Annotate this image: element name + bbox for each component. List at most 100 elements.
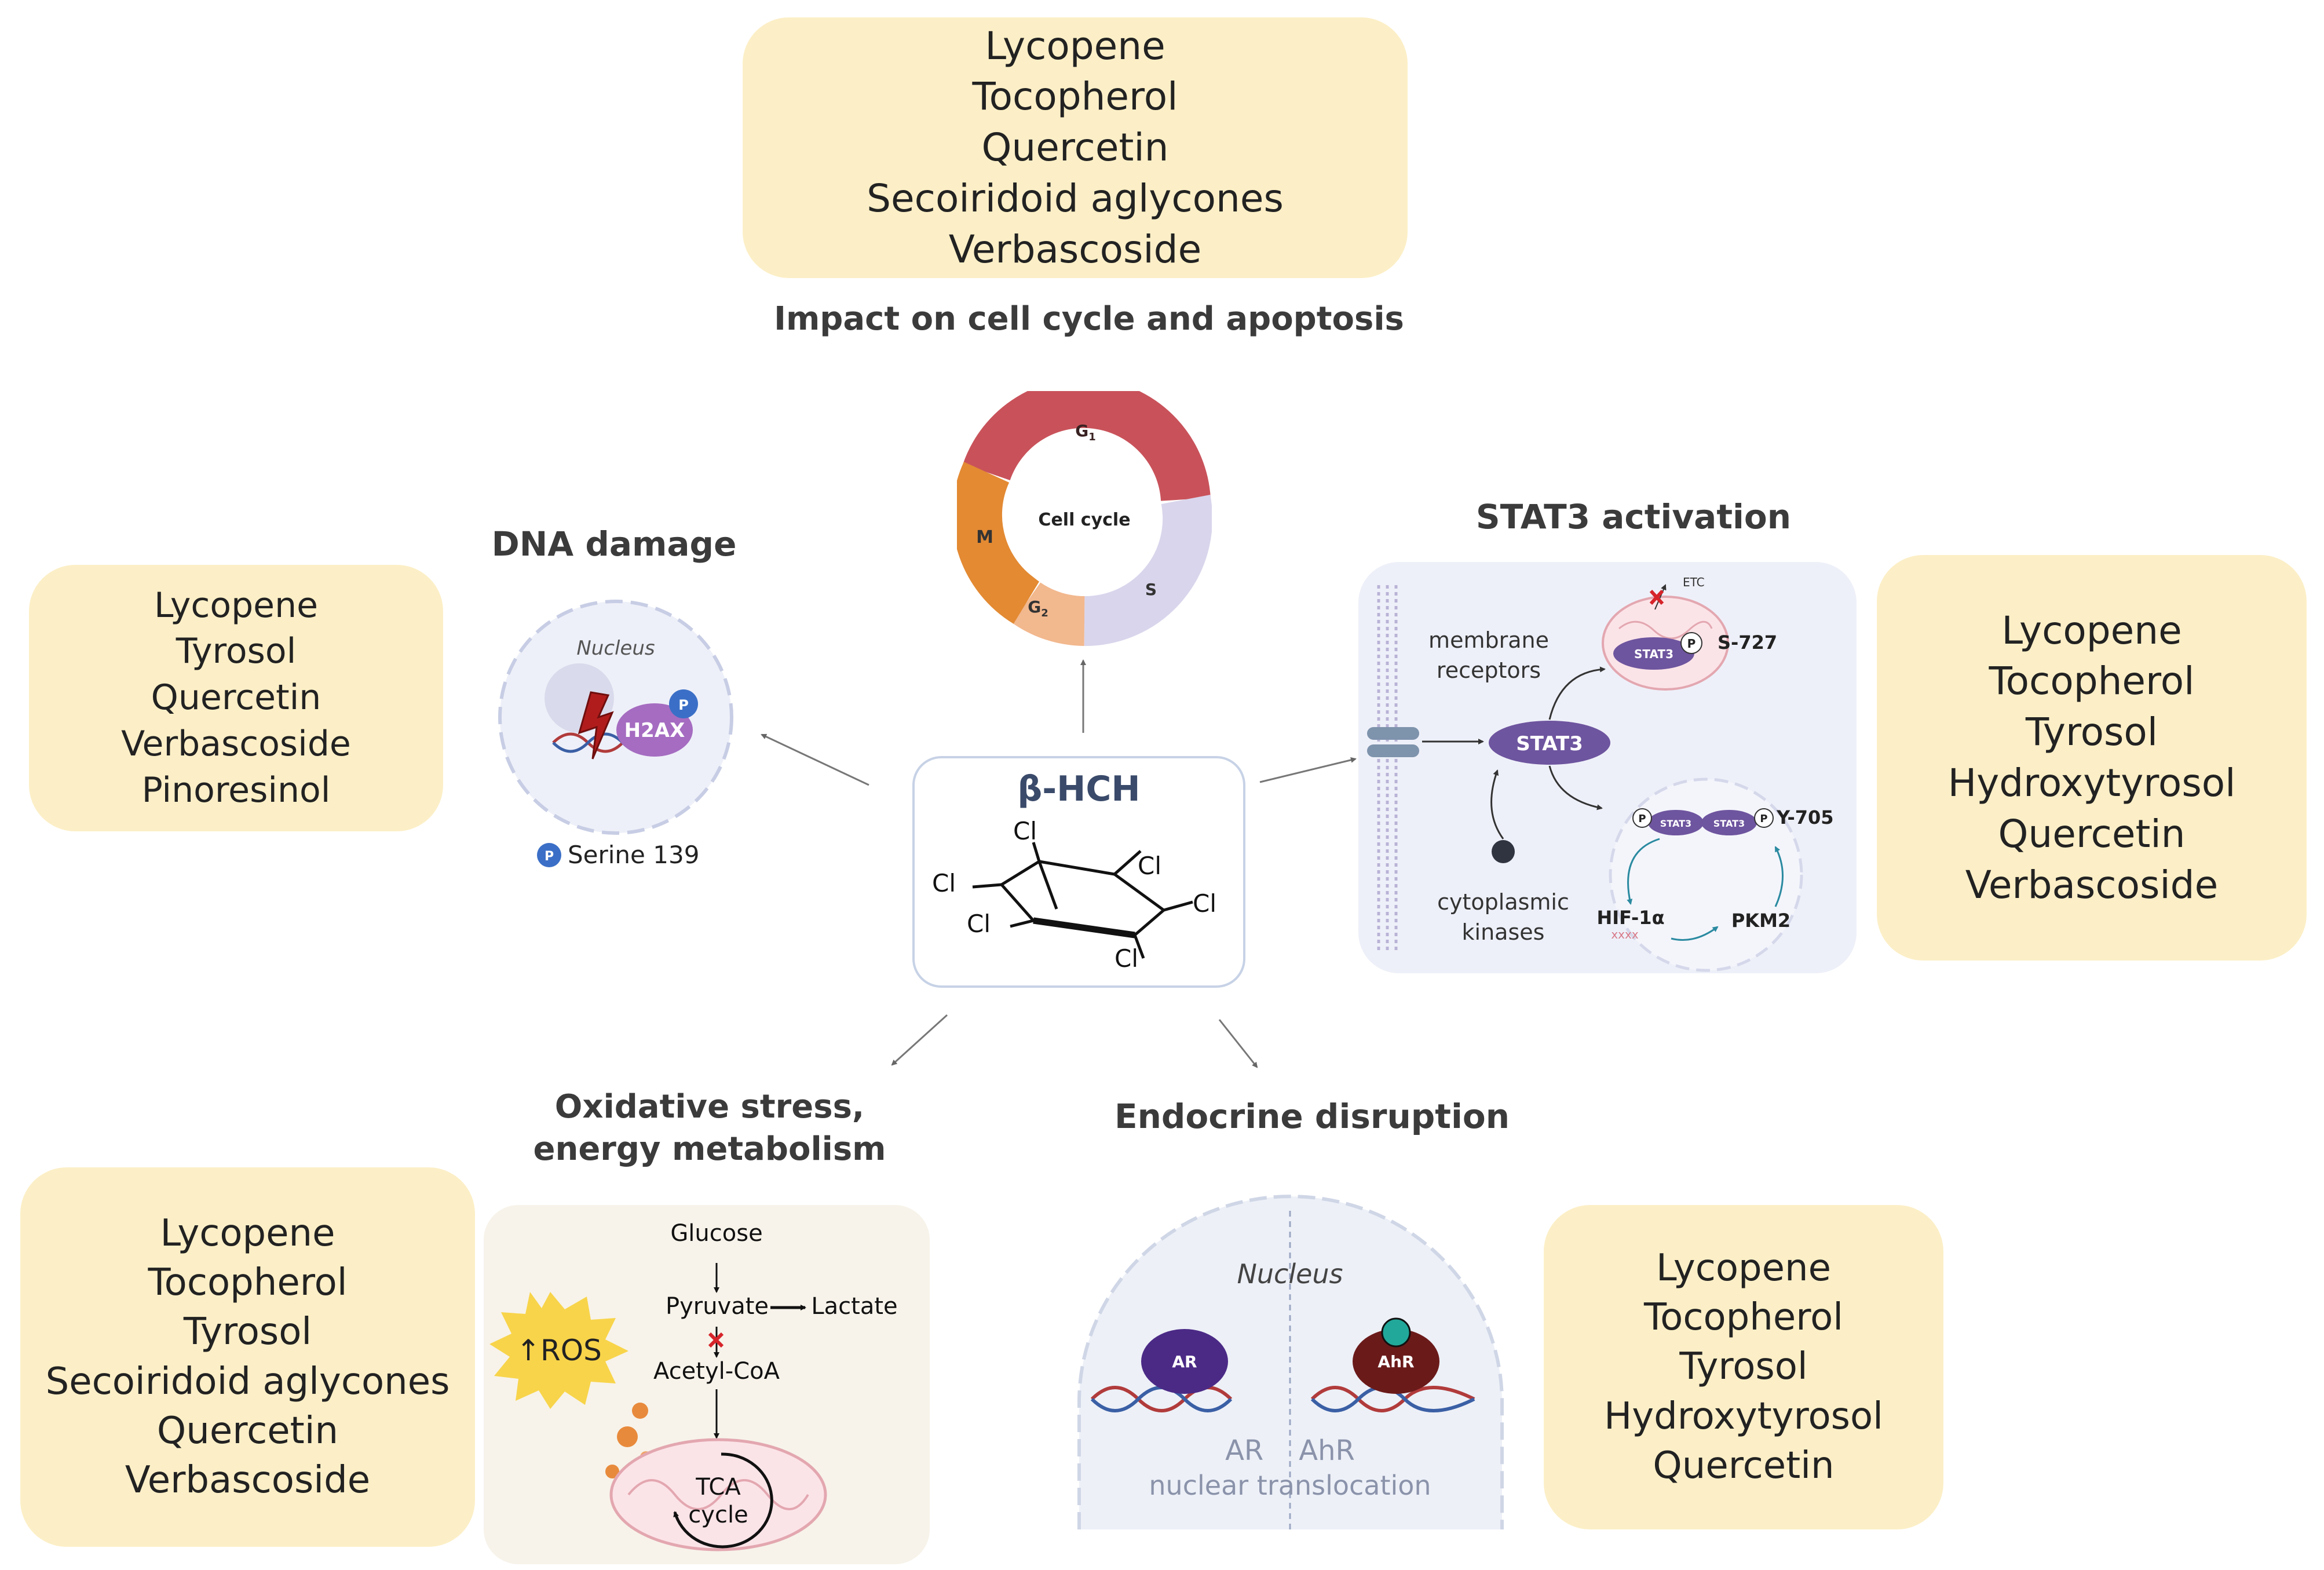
s727-label: S-727 [1718,631,1777,653]
compound: Tyrosol [1679,1345,1808,1389]
endocrine-illustration: Nucleus AR AhR AR AhR nuclear translocat… [1077,1195,1504,1529]
compound: Verbascoside [125,1458,371,1502]
compound: Lycopene [2001,608,2182,653]
compound: Lycopene [1656,1247,1831,1290]
svg-text:P: P [1760,813,1767,825]
svg-text:STAT3: STAT3 [1634,647,1673,661]
cell-cycle-ring: Cell cycle G1 S G2 M [957,391,1212,646]
serine-label: Serine 139 [568,841,699,869]
tca-cycle-arrow [673,1452,773,1549]
compound: Tyrosol [183,1310,312,1354]
s-label: S [1145,580,1157,599]
compound: Tocopherol [148,1261,348,1305]
compound: Quercetin [1998,811,2186,856]
title-oxidative-line1: Oxidative stress, [554,1088,865,1126]
compound: Secoiridoid aglycones [45,1360,450,1403]
compounds-box-bottom-right: Lycopene Tocopherol Tyrosol Hydroxytyros… [1544,1205,1943,1529]
svg-text:TCA: TCA [695,1474,741,1500]
svg-text:P: P [1638,813,1646,825]
title-stat3: STAT3 activation [1475,497,1792,536]
ros-burst-icon [489,1292,628,1409]
compound: Lycopene [154,585,319,626]
compound: Hydroxytyrosol [1947,761,2236,805]
translocation-caption: nuclear translocation [1149,1470,1431,1501]
h2ax-protein [616,703,693,757]
compounds-box-bottom-left: Lycopene Tocopherol Tyrosol Secoiridoid … [20,1167,475,1547]
title-cell-cycle: Impact on cell cycle and apoptosis [774,300,1404,338]
compound: Quercetin [981,125,1169,170]
compound: Tocopherol [1643,1296,1844,1339]
m-label: M [976,527,993,547]
cl-atom: Cl [1013,817,1037,845]
arrow-to-stat3 [1259,757,1357,783]
title-oxidative: Oxidative stress, energy metabolism [498,1086,921,1171]
kinase-icon [1492,840,1515,863]
compounds-box-top: Lycopene Tocopherol Quercetin Secoiridoi… [743,17,1408,278]
compounds-box-right: Lycopene Tocopherol Tyrosol Hydroxytyros… [1877,555,2307,961]
phospho-icon [537,843,561,867]
stat3-protein [1489,721,1610,765]
compounds-box-left: Lycopene Tyrosol Quercetin Verbascoside … [29,565,443,831]
compound: Verbascoside [948,227,1202,272]
svg-text:Pyruvate: Pyruvate [666,1293,769,1320]
phase-s [1084,495,1212,646]
dna-damage-illustration: Nucleus H2AX P P Serine 139 [498,600,733,869]
mitochondrion-icon [609,1438,827,1551]
compound: Tyrosol [176,631,297,672]
nucleus-icon [1609,777,1803,972]
g2-label: G2 [1028,597,1048,619]
svg-text:receptors: receptors [1437,658,1541,683]
arrow-to-oxidative [891,1014,948,1066]
svg-text:cytoplasmic: cytoplasmic [1437,889,1569,915]
compound: Lycopene [985,23,1165,68]
compound: Verbascoside [1965,862,2219,907]
ligand-icon [1381,1317,1411,1348]
compound: Tocopherol [972,74,1178,119]
compound: Quercetin [156,1409,339,1452]
compound: Secoiridoid aglycones [867,176,1284,221]
ahr-receptor [1353,1329,1439,1394]
phase-g1 [963,391,1211,502]
membrane-receptor-icon [1367,744,1419,757]
ros-label: ↑ROS [516,1334,602,1367]
title-endocrine: Endocrine disruption [1114,1097,1510,1136]
phospho-icon [669,689,698,718]
compound: Tyrosol [2025,710,2158,755]
svg-text:STAT3: STAT3 [1660,818,1691,829]
inhibition-cross [708,1332,724,1348]
svg-text:STAT3: STAT3 [1516,732,1583,755]
svg-text:Glucose: Glucose [670,1220,762,1247]
svg-text:P: P [545,849,554,864]
y705-label: Y-705 [1776,806,1834,828]
phase-g2 [1012,582,1086,646]
svg-text:membrane: membrane [1428,627,1549,653]
nucleus-shape [1079,1196,1502,1529]
svg-text:cycle: cycle [688,1502,748,1528]
membrane [1377,585,1398,950]
arrow-to-dna [761,733,869,786]
compound: Quercetin [1653,1444,1835,1487]
compound: Pinoresinol [141,769,331,810]
oxidative-illustration: Glucose Pyruvate Lactate Acetyl-CoA ↑ROS… [489,1220,898,1551]
svg-text:P: P [678,697,689,713]
svg-text:AR: AR [1172,1352,1197,1371]
pkm2-label: PKM2 [1731,910,1790,932]
etc-label: ETC [1683,575,1705,589]
cell-cycle-label: Cell cycle [1038,510,1130,530]
inhibition-cross [1649,589,1664,605]
title-dna-damage: DNA damage [491,524,737,564]
cl-atom: Cl [1115,944,1138,973]
g1-label: G1 [1075,421,1096,443]
cl-atom: Cl [1138,852,1161,880]
cl-atom: Cl [1193,889,1216,918]
compound: Lycopene [160,1212,335,1255]
phase-m [957,462,1040,624]
svg-text:P: P [1687,637,1696,651]
ar-receptor [1141,1329,1228,1394]
compound: Verbascoside [121,723,351,764]
svg-text:Lactate: Lactate [811,1293,897,1320]
hif-label: HIF-1α [1596,907,1664,929]
receptor-caption: AR AhR [1225,1434,1355,1467]
nucleus-label: Nucleus [1237,1258,1343,1290]
